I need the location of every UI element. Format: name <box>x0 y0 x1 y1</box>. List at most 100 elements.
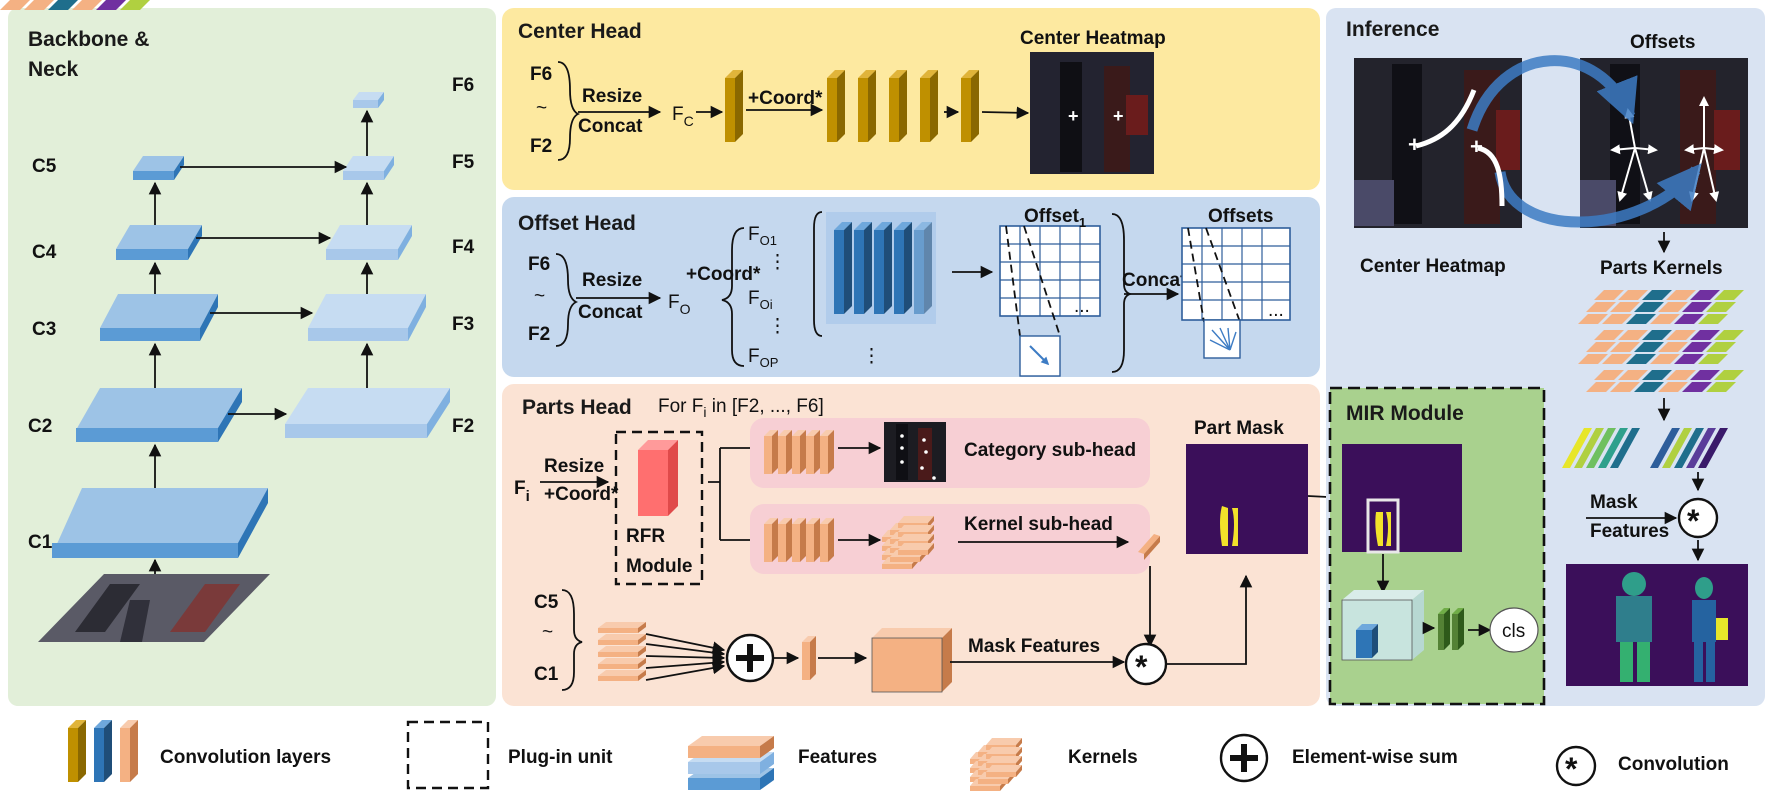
center-heatmap-image: + + <box>1030 52 1154 174</box>
f-pyramid <box>285 92 450 438</box>
offset1-dots: ... <box>1074 296 1090 317</box>
center-brace <box>557 61 581 161</box>
parts-coord: +Coord* <box>544 484 619 505</box>
center-tilde: ~ <box>536 98 547 119</box>
parts-c1: C1 <box>534 664 559 685</box>
offset-concat: Concat <box>578 302 643 323</box>
svg-text:+: + <box>1470 134 1483 159</box>
c-pyramid <box>52 156 268 558</box>
c3-block-front <box>100 328 200 341</box>
f3-block-front <box>308 328 408 341</box>
cls-node <box>1489 607 1539 653</box>
offsets-grid: ... <box>1181 227 1291 359</box>
c-level-labels: C1 C2 C3 C4 C5 <box>28 156 57 553</box>
offset-flow-arrow-top <box>1466 55 1638 132</box>
center-coord: +Coord* <box>748 88 823 109</box>
category-subhead-box <box>750 418 1150 488</box>
offset-coord: +Coord* <box>686 264 761 285</box>
input-image <box>38 574 270 642</box>
center-resize: Resize <box>582 86 642 107</box>
f3-block-side <box>408 294 426 341</box>
parts-loop-label: For Fi in [F2, ..., F6] <box>658 396 824 420</box>
mask-conv-layer <box>802 636 816 680</box>
center-head-title: Center Head <box>518 20 642 43</box>
svg-text:+: + <box>1068 106 1079 126</box>
offsets-dots: ... <box>1268 300 1284 321</box>
kernel-subhead-box <box>750 504 1150 574</box>
mir-title: MIR Module <box>1346 402 1464 425</box>
center-concat: Concat <box>578 116 643 137</box>
c5-block <box>133 156 184 171</box>
mir-plugin-box <box>1328 386 1546 706</box>
kernel-subhead-label: Kernel sub-head <box>964 514 1113 535</box>
f3-block <box>308 294 426 328</box>
category-conv-stack <box>764 430 834 474</box>
label-c5: C5 <box>32 156 57 177</box>
mir-feature-block <box>1341 590 1424 661</box>
f4-block-side <box>398 225 412 260</box>
parts-head-title: Parts Head <box>522 396 632 419</box>
f6-block-front <box>353 100 378 108</box>
offset-foi: FOi <box>748 288 773 312</box>
svg-text:+: + <box>1113 106 1124 126</box>
inference-convolution-symbol: * <box>1677 497 1719 539</box>
f-level-labels: F2 F3 F4 F5 F6 <box>452 75 475 437</box>
f2-block <box>285 388 450 424</box>
offset-split-brace <box>721 227 745 367</box>
mask-features-block <box>871 628 952 693</box>
c4-block-side <box>188 225 202 260</box>
kernel-conv-stack <box>764 518 834 562</box>
backbone-panel: Backbone & Neck <box>8 8 496 706</box>
selected-kernels <box>1562 428 1728 468</box>
legend-conv-icon <box>68 720 138 782</box>
label-f6: F6 <box>452 75 474 96</box>
category-output-image <box>884 422 946 482</box>
c5-block-front <box>133 171 174 180</box>
offset-f6: F6 <box>528 254 550 275</box>
label-f4: F4 <box>452 237 475 258</box>
svg-text:*: * <box>1565 751 1578 787</box>
offset-f2: F2 <box>528 324 550 345</box>
label-f5: F5 <box>452 152 475 173</box>
f2-block-side <box>427 388 450 438</box>
legend-features-icon <box>688 736 774 790</box>
legend-features-label: Features <box>798 747 877 768</box>
offsets-label: Offsets <box>1208 206 1273 227</box>
offset-fo1: FO1 <box>748 224 777 248</box>
offset-concat-label: Concat <box>1122 270 1187 291</box>
legend-kernels-label: Kernels <box>1068 747 1138 768</box>
offset-head-panel: Offset Head F6 ~ F2 Resize Concat +Coord… <box>502 197 1320 377</box>
single-kernel <box>1138 534 1160 560</box>
center-head-panel: Center Head F6 ~ F2 Resize Concat FC +Co… <box>502 8 1320 190</box>
parts-kernels-3d <box>0 0 150 10</box>
backbone-title-line2: Neck <box>28 58 79 81</box>
f4-block <box>326 225 412 249</box>
f6-block <box>353 92 384 100</box>
rfr-line2: Module <box>626 556 693 577</box>
label-f2: F2 <box>452 416 474 437</box>
f5-block-front <box>343 171 384 180</box>
part-mask-image <box>1186 444 1308 554</box>
inference-features-label: Features <box>1590 521 1669 542</box>
legend-convolution-label: Convolution <box>1618 754 1729 775</box>
legend-plugin-label: Plug-in unit <box>508 747 613 768</box>
f6-block-side <box>378 92 384 108</box>
label-c4: C4 <box>32 242 57 263</box>
offset1-label: Offset1 <box>1024 206 1086 230</box>
element-sum-symbol <box>725 633 775 683</box>
legend-conv-label: Convolution layers <box>160 747 331 768</box>
legend-sum-label: Element-wise sum <box>1292 747 1458 768</box>
inference-heatmap-label: Center Heatmap <box>1360 256 1506 277</box>
c3-block <box>100 294 218 328</box>
offset-fop: FOP <box>748 346 778 370</box>
offset-vdots-2: ⋮ <box>768 316 787 337</box>
offset-head-title: Offset Head <box>518 212 636 235</box>
label-c2: C2 <box>28 416 52 437</box>
legend: Convolution layers Plug-in unit Features… <box>68 720 1729 791</box>
offset-vdots-3: ⋮ <box>862 346 881 367</box>
c4-block-front <box>116 249 188 260</box>
c5-block-side <box>174 156 184 180</box>
mask-features-label: Mask Features <box>968 636 1100 657</box>
inference-mask-label: Mask <box>1590 492 1638 513</box>
